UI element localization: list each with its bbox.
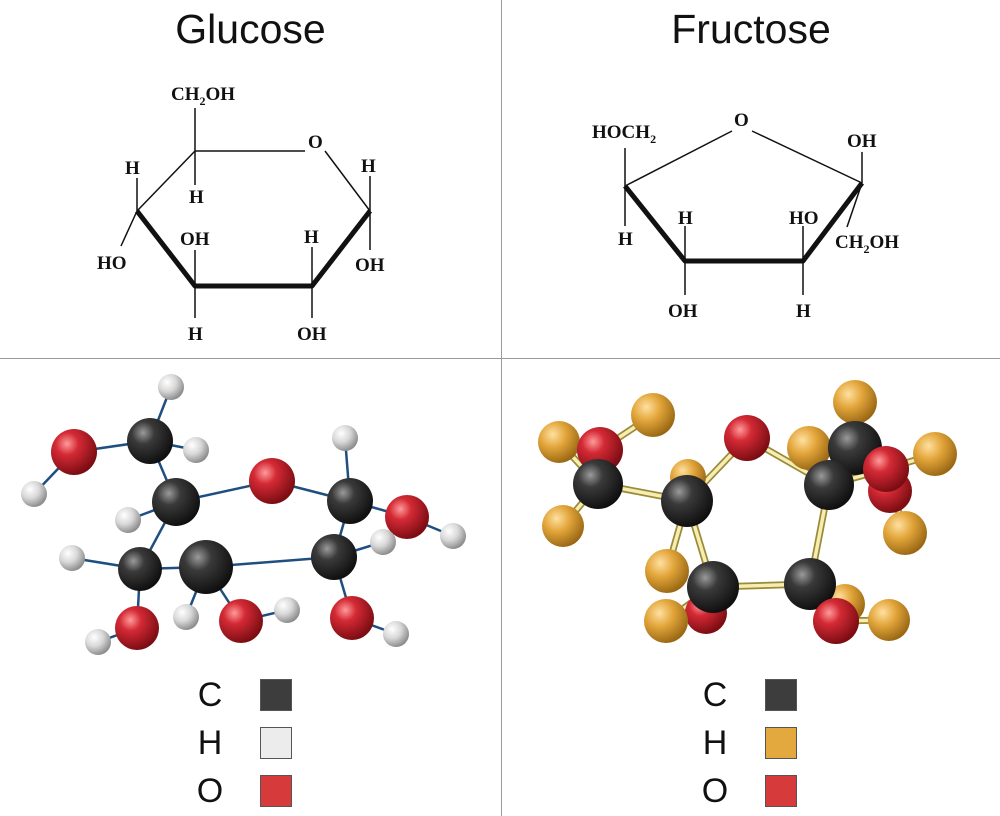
legend-swatch-oxygen xyxy=(765,775,797,807)
legend-swatch-hydrogen xyxy=(260,727,292,759)
legend-row-oxygen: O xyxy=(192,771,322,811)
carbon-atom xyxy=(179,540,233,594)
hydrogen-atom xyxy=(158,374,184,400)
carbon-atom xyxy=(311,534,357,580)
oxygen-atom xyxy=(330,596,374,640)
oxygen-atom xyxy=(219,599,263,643)
glucose-oh-label: OH xyxy=(297,324,327,345)
oxygen-atom xyxy=(51,429,97,475)
glucose-ho-label: HO xyxy=(97,253,127,274)
hydrogen-atom xyxy=(913,432,957,476)
legend-row-hydrogen: H xyxy=(192,723,322,763)
hydrogen-atom xyxy=(59,545,85,571)
glucose-model-panel: C H O xyxy=(0,359,501,816)
fructose-ring-oxygen-label: O xyxy=(734,110,749,131)
hydrogen-atom xyxy=(833,380,877,424)
carbon-atom xyxy=(661,475,713,527)
hydrogen-atom xyxy=(383,621,409,647)
hydrogen-atom xyxy=(183,437,209,463)
carbon-atom xyxy=(152,478,200,526)
legend-symbol: O xyxy=(701,772,729,810)
hydrogen-atom xyxy=(21,481,47,507)
fructose-hoch2-label: HOCH2 xyxy=(592,122,656,146)
fructose-h-label: H xyxy=(796,301,811,322)
carbon-atom xyxy=(784,558,836,610)
carbon-atom xyxy=(573,459,623,509)
glucose-h-label: H xyxy=(189,187,204,208)
hydrogen-atom xyxy=(631,393,675,437)
glucose-oh-label: OH xyxy=(355,255,385,276)
hydrogen-atom xyxy=(645,549,689,593)
glucose-h-label: H xyxy=(304,227,319,248)
glucose-haworth-diagram: CH2OH O H H H OH H HO OH H OH xyxy=(97,84,385,345)
hydrogen-atom xyxy=(85,629,111,655)
carbon-atom xyxy=(327,478,373,524)
legend-row-hydrogen: H xyxy=(697,723,827,763)
hydrogen-atom xyxy=(787,426,831,470)
fructose-ball-and-stick-model xyxy=(538,380,957,644)
oxygen-atom xyxy=(863,446,909,492)
hydrogen-atom xyxy=(332,425,358,451)
hydrogen-atom xyxy=(440,523,466,549)
fructose-ho-label: HO xyxy=(789,208,819,229)
legend-symbol: C xyxy=(702,676,728,714)
oxygen-atom xyxy=(385,495,429,539)
hydrogen-atom xyxy=(868,599,910,641)
legend-swatch-carbon xyxy=(260,679,292,711)
carbon-atom xyxy=(118,547,162,591)
legend-swatch-hydrogen xyxy=(765,727,797,759)
fructose-structure-panel: Fructose HOCH2 O OH H H HO CH2OH OH H xyxy=(502,0,1000,358)
oxygen-atom xyxy=(813,598,859,644)
hydrogen-atom xyxy=(644,599,688,643)
vertical-divider xyxy=(501,0,502,816)
legend-symbol: O xyxy=(196,772,224,810)
legend-swatch-carbon xyxy=(765,679,797,711)
glucose-h-label: H xyxy=(361,156,376,177)
legend-symbol: H xyxy=(702,724,728,762)
hydrogen-atom xyxy=(370,529,396,555)
legend-row-oxygen: O xyxy=(697,771,827,811)
carbon-atom xyxy=(687,561,739,613)
legend-symbol: C xyxy=(197,676,223,714)
fructose-h-label: H xyxy=(678,208,693,229)
carbon-atom xyxy=(804,460,854,510)
hydrogen-atom xyxy=(538,421,580,463)
glucose-ring-oxygen-label: O xyxy=(308,132,323,153)
fructose-oh-label: OH xyxy=(847,131,877,152)
legend-row-carbon: C xyxy=(697,675,827,715)
hydrogen-atom xyxy=(883,511,927,555)
oxygen-atom xyxy=(724,415,770,461)
glucose-legend: C H O xyxy=(192,675,322,811)
glucose-ch2oh-label: CH2OH xyxy=(171,84,235,108)
oxygen-atom xyxy=(115,606,159,650)
legend-swatch-oxygen xyxy=(260,775,292,807)
hydrogen-atom xyxy=(115,507,141,533)
hydrogen-atom xyxy=(274,597,300,623)
fructose-model-panel: C H O xyxy=(502,359,1000,816)
glucose-title: Glucose xyxy=(175,6,326,52)
fructose-oh-label: OH xyxy=(668,301,698,322)
hydrogen-atom xyxy=(542,505,584,547)
fructose-h-label: H xyxy=(618,229,633,250)
legend-row-carbon: C xyxy=(192,675,322,715)
glucose-h-label: H xyxy=(125,158,140,179)
fructose-haworth-diagram: HOCH2 O OH H H HO CH2OH OH H xyxy=(592,110,899,322)
glucose-h-label: H xyxy=(188,324,203,345)
fructose-ch2oh-label: CH2OH xyxy=(835,232,899,256)
glucose-ball-and-stick-model xyxy=(21,374,466,655)
oxygen-atom xyxy=(249,458,295,504)
glucose-structure-panel: Glucose CH2OH O H H H OH H HO OH H OH xyxy=(0,0,501,358)
fructose-legend: C H O xyxy=(697,675,827,811)
fructose-title: Fructose xyxy=(671,6,831,52)
horizontal-divider xyxy=(0,358,1000,359)
hydrogen-atom xyxy=(173,604,199,630)
carbon-atom xyxy=(127,418,173,464)
glucose-oh-label: OH xyxy=(180,229,210,250)
legend-symbol: H xyxy=(197,724,223,762)
